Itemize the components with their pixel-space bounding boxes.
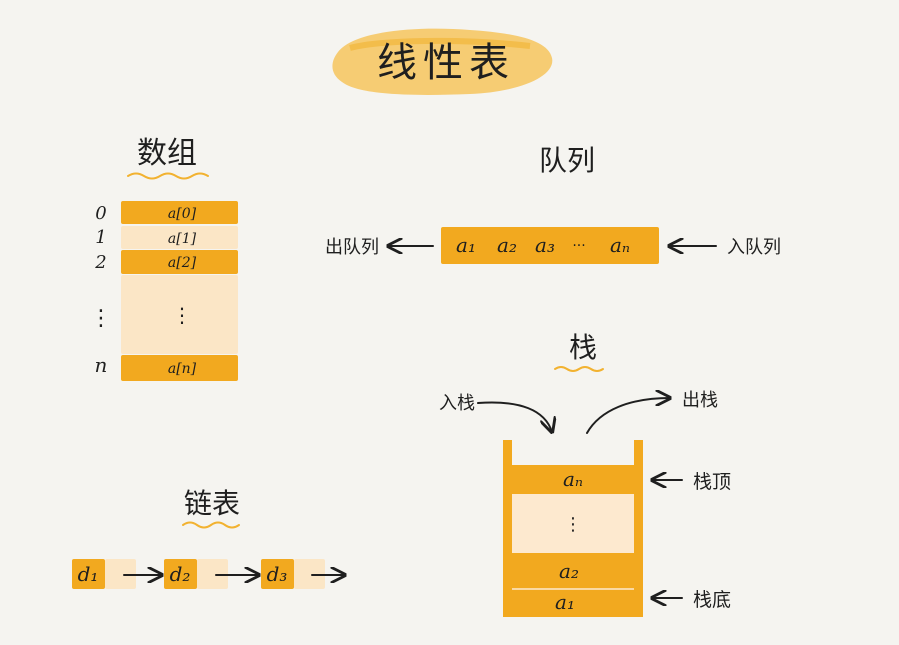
array-cell-2: a[2]: [168, 255, 197, 271]
array-cell-1: a[1]: [168, 231, 197, 247]
stack-slot-top: [512, 466, 634, 492]
linked-list-section: 链表 d₁ d₂ d₃: [72, 487, 345, 589]
push-label: 入栈: [439, 393, 475, 414]
page-title: 线性表: [377, 40, 515, 86]
title-group: 线性表: [332, 28, 553, 95]
linked-list-heading-underline: [182, 521, 240, 529]
queue-bar: [441, 227, 659, 264]
array-index-n: n: [95, 353, 108, 377]
array-cell-bg-0: [121, 201, 238, 224]
linked-list-heading: 链表: [184, 487, 240, 520]
array-cell-n: a[n]: [168, 361, 197, 377]
array-cell-bg-1: [121, 226, 238, 249]
pop-arrow: [586, 398, 670, 434]
array-cell-bg-n: [121, 355, 238, 381]
array-section: 数组 0 1 2 ⋮ n a[0] a[1] a[2] ⋮ a[n]: [90, 136, 238, 381]
node-1-data-bg: [72, 559, 105, 589]
dequeue-label: 出队列: [325, 237, 379, 258]
node-1-label: d₁: [78, 562, 99, 586]
queue-item-n: aₙ: [610, 233, 630, 257]
queue-item-3: a₃: [535, 233, 555, 257]
stack-slot-second: [512, 555, 634, 585]
stack-item-top: aₙ: [563, 467, 583, 491]
stack-item-second: a₂: [559, 559, 579, 583]
push-arrow: [477, 401, 552, 432]
array-cell-bg-gap: [121, 275, 238, 354]
array-cell-0: a[0]: [168, 206, 197, 222]
array-cell-bg-2: [121, 250, 238, 274]
node-2-data-bg: [164, 559, 197, 589]
enqueue-label: 入队列: [727, 237, 781, 258]
array-cell-dots: ⋮: [172, 303, 192, 327]
array-heading: 数组: [137, 136, 197, 171]
queue-item-ellipsis: ···: [572, 238, 585, 254]
queue-item-2: a₂: [497, 233, 517, 257]
stack-section: 栈 入栈 出栈 aₙ ⋮ a₂ a₁ 栈顶 栈底: [439, 331, 731, 617]
array-index-dots: ⋮: [90, 306, 112, 331]
queue-item-1: a₁: [456, 233, 476, 257]
array-heading-underline: [127, 172, 209, 180]
array-index-1: 1: [95, 227, 106, 248]
stack-heading-underline: [554, 366, 604, 372]
stack-item-bottom: a₁: [555, 590, 575, 614]
node-2-next-bg: [197, 559, 228, 589]
array-index-0: 0: [95, 203, 106, 224]
node-3-data-bg: [261, 559, 294, 589]
node-2-label: d₂: [170, 562, 191, 586]
stack-bottom-label: 栈底: [693, 589, 731, 611]
node-3-next-bg: [294, 559, 325, 589]
queue-heading: 队列: [539, 144, 595, 177]
stack-item-middle: ⋮: [564, 514, 582, 535]
array-index-2: 2: [94, 252, 106, 273]
node-1-next-bg: [105, 559, 136, 589]
queue-section: 队列 a₁ a₂ a₃ ··· aₙ 出队列 入队列: [325, 144, 781, 264]
pop-label: 出栈: [682, 390, 718, 411]
stack-slot-middle: [512, 494, 634, 553]
node-3-label: d₃: [267, 562, 288, 586]
stack-heading: 栈: [569, 331, 597, 364]
stack-top-label: 栈顶: [693, 471, 731, 493]
